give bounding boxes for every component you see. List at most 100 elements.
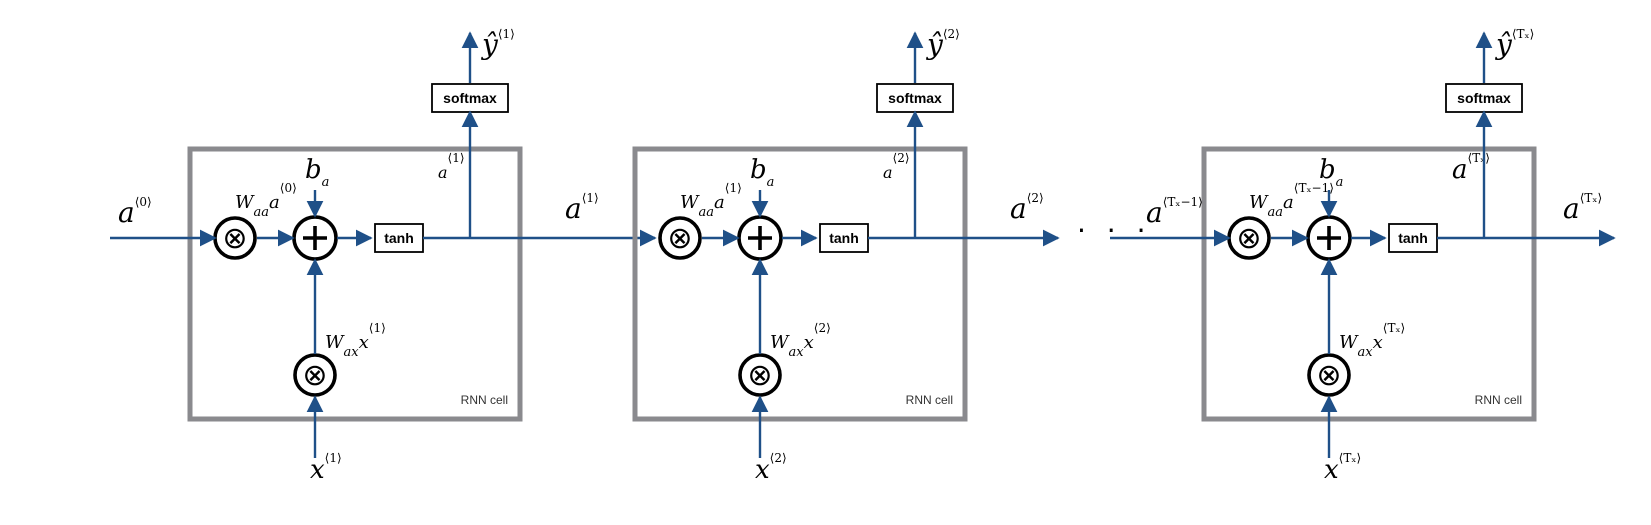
y-hat-label-sup: ⟨Tₓ⟩ [1512,27,1534,41]
rnn-cell-label: RNN cell [461,393,508,407]
a-tap-label: a⟨1⟩ [438,151,465,182]
x-input-label: x⟨Tₓ⟩ [1324,451,1361,485]
a-prev-label-base: a [118,196,135,229]
wax-term-label-sub: ax [344,345,360,360]
a-next-label: a⟨1⟩ [565,191,599,225]
wax-term-label-base: W [770,332,790,353]
a-next-label: a⟨Tₓ⟩ [1563,191,1602,225]
wax-term-label-sup: ⟨1⟩ [369,321,386,335]
rnn-cell-box [632,146,968,422]
rnn-cell-label: RNN cell [1475,393,1522,407]
x-input-label-sup: ⟨Tₓ⟩ [1339,451,1361,465]
waa-term-label-base: W [1249,192,1269,213]
bias-label-base: b [305,155,322,185]
a-tap-label: a⟨2⟩ [883,151,910,182]
wax-term-label-sup: ⟨2⟩ [814,321,831,335]
multiply-icon [293,353,337,397]
wax-term-label-base2: x [359,332,369,353]
tanh-box [1388,223,1438,253]
a-prev-label-base: a [1146,196,1163,229]
multiply-icon [658,216,702,260]
wax-term-label-base2: x [804,332,814,353]
a-next-label-sup: ⟨2⟩ [1027,191,1044,205]
waa-term-label: Waaa⟨Tₓ−1⟩ [1249,181,1334,220]
a-next-label-sup: ⟨Tₓ⟩ [1580,191,1602,205]
bias-label-sub: a [767,175,775,190]
tanh-box [819,223,869,253]
ellipsis: · · · [1077,214,1152,247]
y-hat-label-base: ŷ [480,28,499,61]
waa-term-label: Waaa⟨0⟩ [235,181,297,220]
y-hat-label-base: ŷ [925,28,944,61]
waa-term-label-sup: ⟨Tₓ−1⟩ [1294,181,1334,195]
wax-term-label-base: W [1339,332,1359,353]
bias-label-sub: a [1336,175,1344,190]
x-input-label-sup: ⟨2⟩ [770,451,787,465]
a-next-label: a⟨2⟩ [1010,191,1044,225]
bias-label: ba [305,155,329,190]
a-prev-label: a⟨Tₓ−1⟩ [1146,195,1203,229]
waa-term-label-base2: a [1283,192,1294,213]
bias-label-base: b [1319,155,1336,185]
x-input-label-base: x [1324,455,1339,485]
wax-term-label: Waxx⟨Tₓ⟩ [1339,321,1405,360]
a-prev-label-sup: ⟨0⟩ [135,195,152,209]
x-input-label-base: x [310,455,325,485]
rnn-cell-box [187,146,523,422]
rnn-cell-label: RNN cell [906,393,953,407]
a-next-label-sup: ⟨1⟩ [582,191,599,205]
a-tap-label-sup: ⟨2⟩ [893,151,910,165]
multiply-glyph: ⊗ [747,358,772,393]
softmax-label: softmax [443,90,497,106]
multiply-icon [1307,353,1351,397]
bias-label-sub: a [322,175,330,190]
wax-term-label-sup: ⟨Tₓ⟩ [1383,321,1405,335]
wax-term-label: Waxx⟨1⟩ [325,321,386,360]
y-hat-label: ŷ⟨Tₓ⟩ [1494,27,1534,61]
a-tap-label-sup: ⟨1⟩ [448,151,465,165]
x-input-label-sup: ⟨1⟩ [325,451,342,465]
multiply-glyph: ⊗ [222,221,247,256]
tanh-label: tanh [384,230,414,246]
waa-term-label-base2: a [269,192,280,213]
y-hat-label: ŷ⟨2⟩ [925,27,960,61]
waa-term-label-sub: aa [254,205,270,220]
y-hat-label-base: ŷ [1494,28,1513,61]
x-input-label-base: x [755,455,770,485]
waa-term-label-sup: ⟨1⟩ [725,181,742,195]
wax-term-label-base2: x [1373,332,1383,353]
a-tap-label-base: a [438,163,448,182]
rnn-cell-box [1201,146,1537,422]
a-next-label-base: a [565,192,582,225]
multiply-glyph: ⊗ [667,221,692,256]
tanh-box [374,223,424,253]
waa-term-label-base2: a [714,192,725,213]
a-prev-label: a⟨0⟩ [118,195,152,229]
x-input-label: x⟨2⟩ [755,451,787,485]
waa-term-label-sup: ⟨0⟩ [280,181,297,195]
wax-term-label-base: W [325,332,345,353]
x-input-label: x⟨1⟩ [310,451,342,485]
a-tap-label-base: a [1452,155,1468,185]
tanh-label: tanh [829,230,859,246]
waa-term-label: Waaa⟨1⟩ [680,181,742,220]
wax-term-label: Waxx⟨2⟩ [770,321,831,360]
multiply-glyph: ⊗ [1316,358,1341,393]
tanh-label: tanh [1398,230,1428,246]
waa-term-label-base: W [680,192,700,213]
bias-label: ba [750,155,774,190]
softmax-label: softmax [888,90,942,106]
a-tap-label-base: a [883,163,893,182]
wax-term-label-sub: ax [1358,345,1374,360]
waa-term-label-sub: aa [699,205,715,220]
a-prev-label-sup: ⟨Tₓ−1⟩ [1163,195,1203,209]
bias-label-base: b [750,155,767,185]
multiply-glyph: ⊗ [1236,221,1261,256]
multiply-glyph: ⊗ [302,358,327,393]
bias-label: ba [1319,155,1343,190]
multiply-icon [738,353,782,397]
a-next-label-base: a [1010,192,1027,225]
